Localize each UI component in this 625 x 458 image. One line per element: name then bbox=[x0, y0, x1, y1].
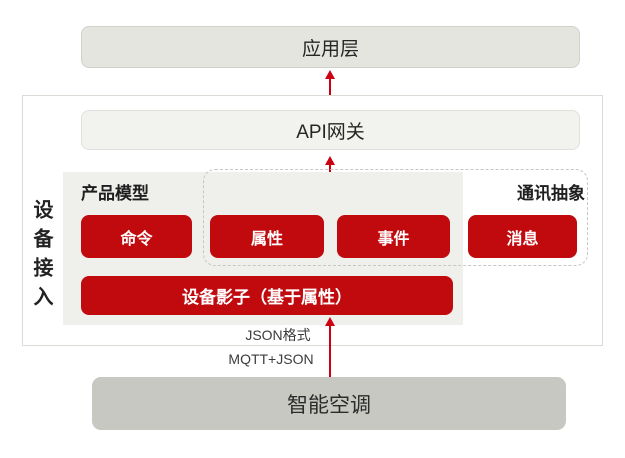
comm-abstraction-group bbox=[203, 169, 588, 266]
device-access-label: 设备接入 bbox=[30, 199, 52, 315]
property-label: 属性 bbox=[250, 230, 283, 248]
device-shadow-node: 设备影子（基于属性） bbox=[81, 276, 453, 315]
mqtt-json-annotation: MQTT+JSON bbox=[228, 351, 314, 367]
message-node: 消息 bbox=[468, 215, 577, 258]
comm-abstraction-title: 通讯抽象 bbox=[517, 184, 585, 203]
smart-ac-node: 智能空调 bbox=[92, 377, 566, 430]
api-gateway-node: API网关 bbox=[81, 110, 580, 150]
arrow-up-icon bbox=[325, 70, 335, 79]
arrow-gateway-to-app bbox=[324, 70, 336, 110]
smart-ac-label: 智能空调 bbox=[287, 393, 371, 417]
api-gateway-label: API网关 bbox=[296, 121, 365, 143]
app-layer-node: 应用层 bbox=[81, 26, 580, 68]
arrow-device-to-shadow bbox=[324, 317, 336, 378]
command-node: 命令 bbox=[81, 215, 192, 258]
product-model-title: 产品模型 bbox=[81, 184, 149, 203]
property-node: 属性 bbox=[210, 215, 324, 258]
app-layer-label: 应用层 bbox=[301, 38, 359, 60]
device-shadow-label: 设备影子（基于属性） bbox=[182, 288, 352, 307]
arrow-model-to-gateway bbox=[324, 156, 336, 172]
message-label: 消息 bbox=[506, 230, 539, 248]
event-label: 事件 bbox=[377, 230, 410, 248]
arrow-up-icon bbox=[325, 317, 335, 326]
arrow-up-icon bbox=[325, 156, 335, 165]
json-format-annotation: JSON格式 bbox=[245, 327, 311, 343]
event-node: 事件 bbox=[337, 215, 450, 258]
command-label: 命令 bbox=[120, 230, 153, 248]
